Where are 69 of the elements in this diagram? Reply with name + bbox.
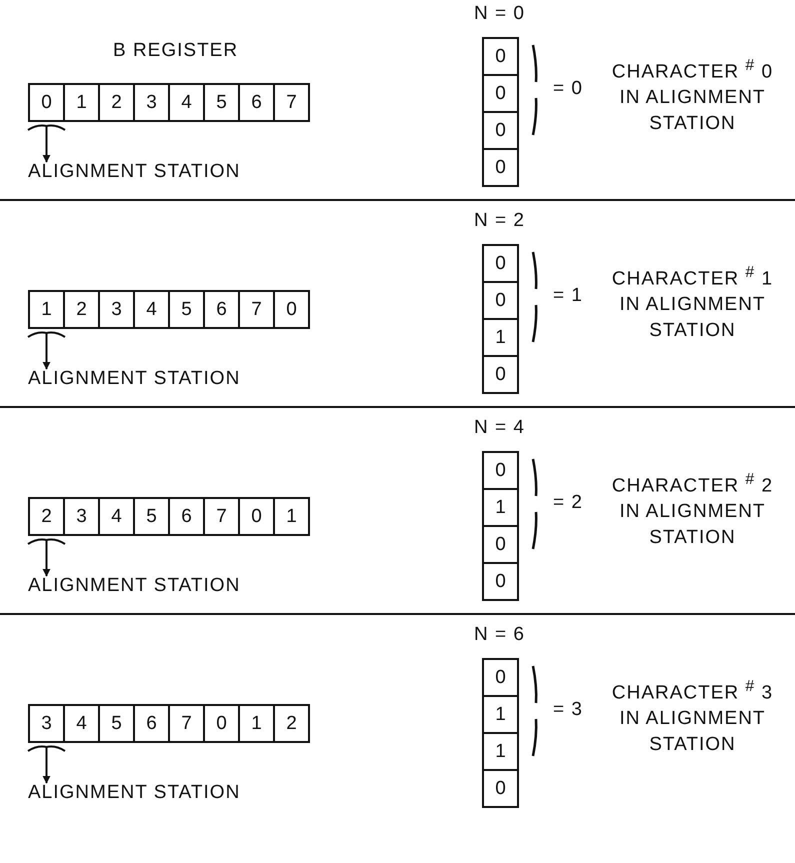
value-label: = 1 bbox=[553, 285, 583, 307]
leader-arrow bbox=[27, 538, 66, 577]
bit-cell: 1 bbox=[482, 732, 519, 771]
register-cell: 2 bbox=[98, 83, 135, 122]
result-note: CHARACTER $^{#}$ 0 IN ALIGNMENT STATION bbox=[610, 56, 774, 136]
value-label: = 0 bbox=[553, 78, 583, 100]
bit-cell: 0 bbox=[482, 658, 519, 697]
bit-cell: 0 bbox=[482, 355, 519, 394]
bit-cell: 0 bbox=[482, 74, 519, 113]
register-cell: 2 bbox=[63, 290, 100, 329]
register-cell: 3 bbox=[98, 290, 135, 329]
register-cell: 6 bbox=[203, 290, 240, 329]
register-cell: 4 bbox=[63, 704, 100, 743]
register-cell: 7 bbox=[273, 83, 310, 122]
bit-cell: 0 bbox=[482, 244, 519, 283]
result-note: CHARACTER $^{#}$ 3 IN ALIGNMENT STATION bbox=[610, 677, 774, 757]
register-title: B REGISTER bbox=[113, 40, 238, 62]
register-cell: 7 bbox=[238, 290, 275, 329]
n-value-label: N = 4 bbox=[474, 417, 525, 439]
bit-cell: 0 bbox=[482, 525, 519, 564]
station-label: ALIGNMENT STATION bbox=[28, 782, 240, 804]
register-cell: 7 bbox=[168, 704, 205, 743]
station-label: ALIGNMENT STATION bbox=[28, 575, 240, 597]
bit-cell: 0 bbox=[482, 281, 519, 320]
value-label: = 2 bbox=[553, 492, 583, 514]
station-label: ALIGNMENT STATION bbox=[28, 368, 240, 390]
register-cell: 1 bbox=[63, 83, 100, 122]
register-cell: 2 bbox=[28, 497, 65, 536]
register-cell: 3 bbox=[28, 704, 65, 743]
register-cell: 5 bbox=[203, 83, 240, 122]
register-cell: 0 bbox=[273, 290, 310, 329]
register-cell: 7 bbox=[203, 497, 240, 536]
bit-cell: 0 bbox=[482, 148, 519, 187]
leader-arrow bbox=[27, 746, 66, 784]
register-cell: 0 bbox=[238, 497, 275, 536]
value-label: = 3 bbox=[553, 699, 583, 721]
register-cell: 1 bbox=[273, 497, 310, 536]
register-cell: 6 bbox=[238, 83, 275, 122]
register-cell: 0 bbox=[28, 83, 65, 122]
register-cell: 0 bbox=[203, 704, 240, 743]
register-cell: 1 bbox=[238, 704, 275, 743]
register-cell: 4 bbox=[133, 290, 170, 329]
leader-arrow bbox=[27, 124, 66, 163]
register-cell: 3 bbox=[133, 83, 170, 122]
bit-cell: 0 bbox=[482, 111, 519, 150]
bit-cell: 0 bbox=[482, 37, 519, 76]
station-label: ALIGNMENT STATION bbox=[28, 161, 240, 183]
n-value-label: N = 6 bbox=[474, 624, 525, 646]
register-cell: 6 bbox=[133, 704, 170, 743]
bit-cell: 0 bbox=[482, 562, 519, 601]
register-cell: 5 bbox=[133, 497, 170, 536]
n-value-label: N = 2 bbox=[474, 210, 525, 232]
register-cell: 3 bbox=[63, 497, 100, 536]
bit-cell: 0 bbox=[482, 769, 519, 808]
leader-arrow bbox=[27, 332, 66, 370]
register-cell: 6 bbox=[168, 497, 205, 536]
bit-cell: 1 bbox=[482, 695, 519, 734]
bit-cell: 0 bbox=[482, 451, 519, 490]
register-cell: 5 bbox=[98, 704, 135, 743]
bit-cell: 1 bbox=[482, 488, 519, 527]
result-note: CHARACTER $^{#}$ 1 IN ALIGNMENT STATION bbox=[610, 263, 774, 343]
bit-cell: 1 bbox=[482, 318, 519, 357]
register-cell: 2 bbox=[273, 704, 310, 743]
result-note: CHARACTER $^{#}$ 2 IN ALIGNMENT STATION bbox=[610, 470, 774, 550]
register-cell: 4 bbox=[168, 83, 205, 122]
register-cell: 5 bbox=[168, 290, 205, 329]
register-cell: 4 bbox=[98, 497, 135, 536]
n-value-label: N = 0 bbox=[474, 3, 525, 25]
register-cell: 1 bbox=[28, 290, 65, 329]
